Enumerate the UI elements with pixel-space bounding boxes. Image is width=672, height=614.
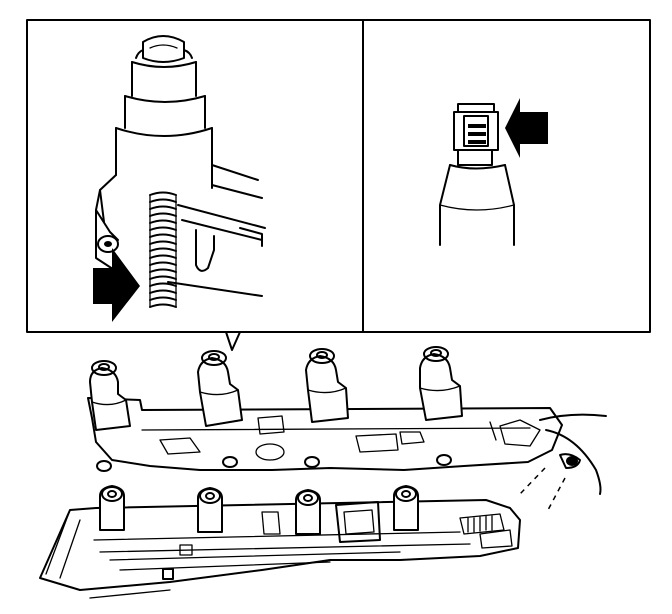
- coil-boss-3: [295, 489, 321, 535]
- coil-boss-2: [197, 487, 223, 533]
- arrow-left-to-tab: [505, 98, 548, 158]
- coil-assembly-lower: [39, 485, 521, 599]
- callout-pointer: [225, 331, 241, 351]
- arrow-right-to-spring: [93, 248, 140, 322]
- coil-tower-4: [419, 346, 463, 421]
- spring: [149, 191, 177, 308]
- coil-tower-closeup: [95, 35, 266, 308]
- coil-tower-3: [305, 348, 349, 423]
- coil-boss-4: [393, 485, 419, 531]
- coil-tower-1: [89, 360, 131, 431]
- view-eye-icon: [519, 413, 607, 511]
- detail-panel-boot-tab: [362, 19, 651, 333]
- coil-tower-2: [197, 350, 243, 427]
- coil-boss-1: [99, 485, 125, 531]
- coil-boot-closeup: [439, 103, 515, 246]
- coil-assembly-upper: [87, 346, 563, 472]
